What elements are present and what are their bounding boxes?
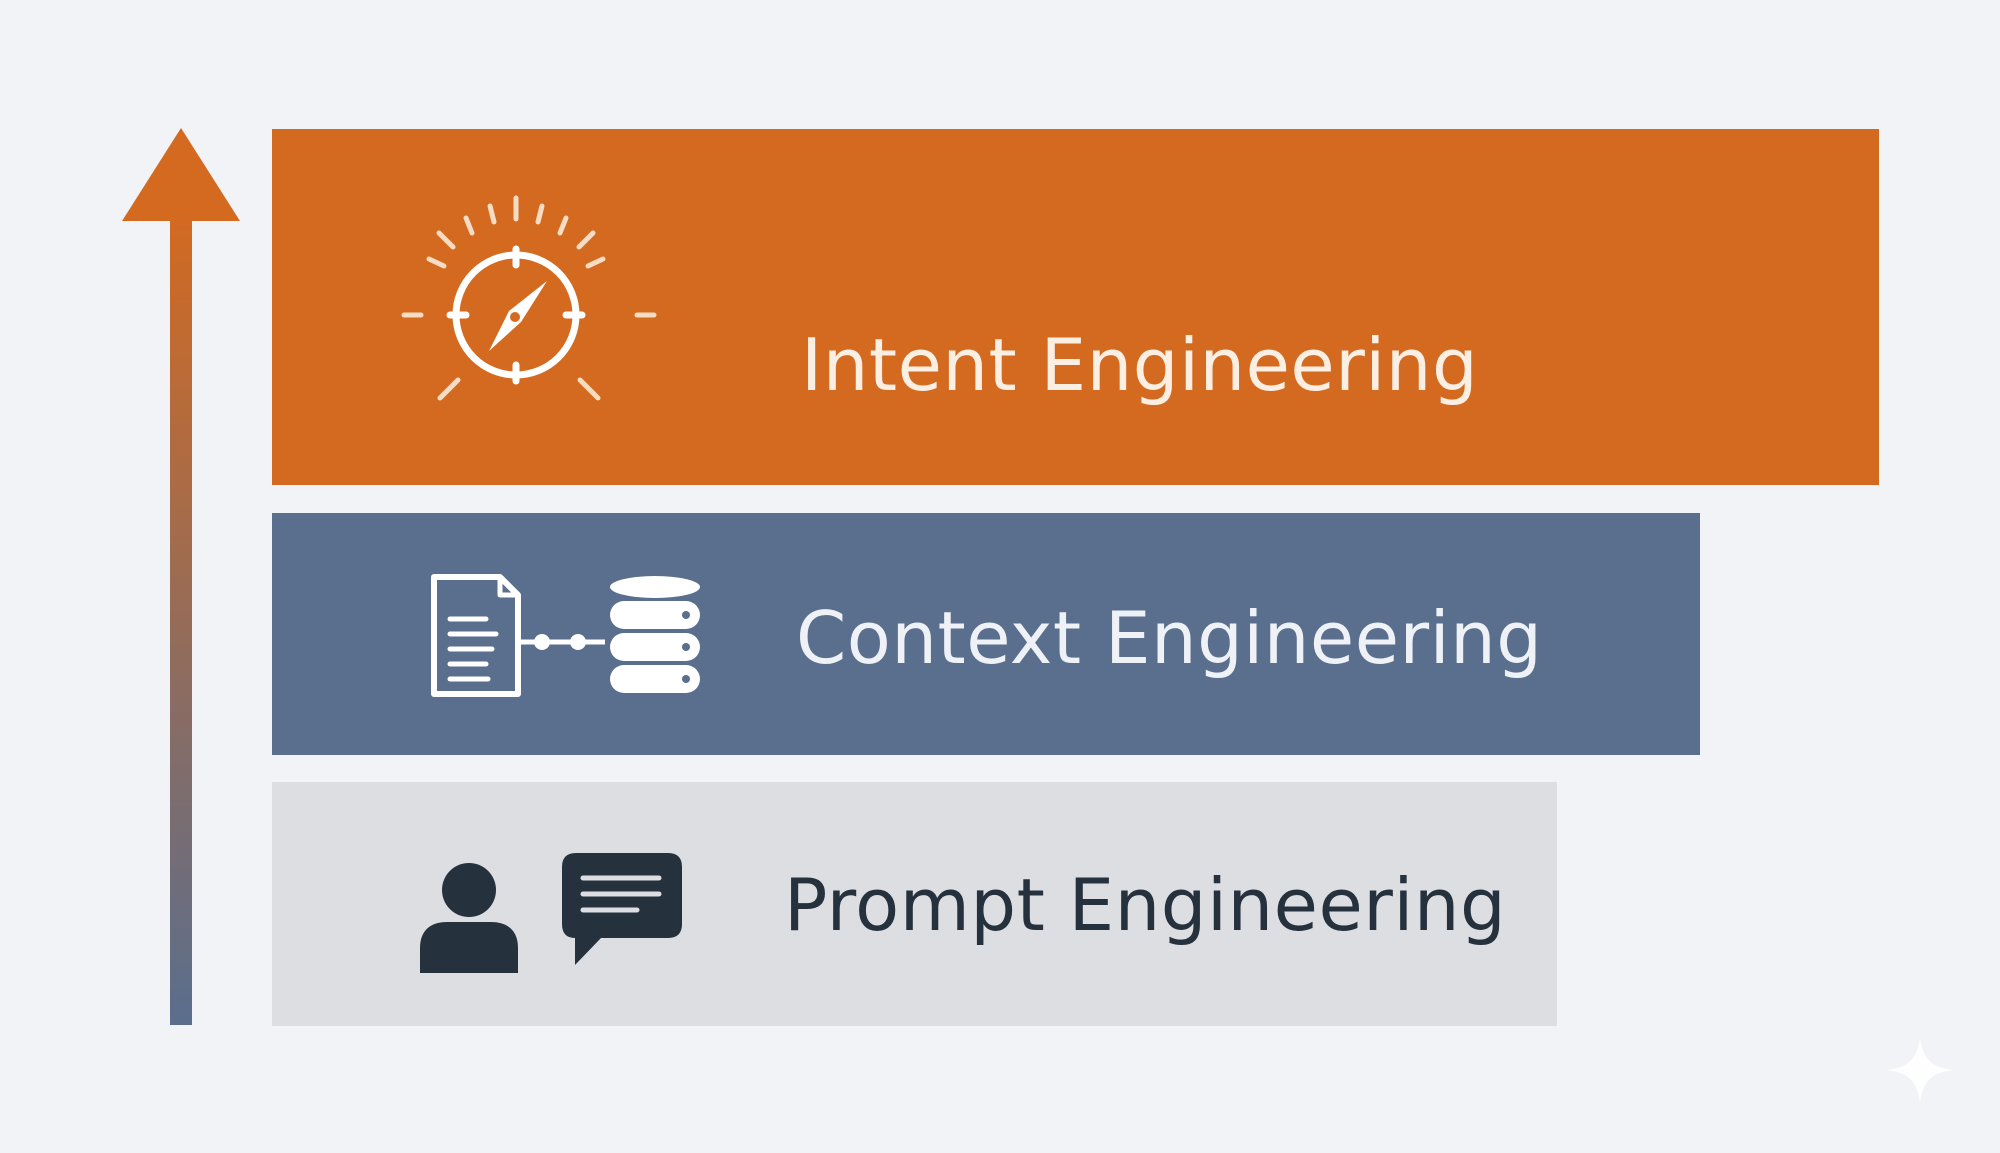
context-engineering-label: Context Engineering (796, 596, 1543, 680)
sparkle-icon (1887, 1037, 1953, 1103)
intent-engineering-layer: Intent Engineering (272, 129, 1879, 485)
arrow-up-icon (122, 128, 240, 1025)
document-database-icon (431, 574, 700, 697)
user-chat-icon (420, 853, 682, 973)
prompt-engineering-layer: Prompt Engineering (272, 782, 1557, 1026)
prompt-engineering-label: Prompt Engineering (784, 863, 1507, 947)
compass-icon (401, 195, 657, 401)
intent-engineering-label: Intent Engineering (801, 323, 1479, 407)
context-engineering-layer: Context Engineering (272, 513, 1700, 755)
